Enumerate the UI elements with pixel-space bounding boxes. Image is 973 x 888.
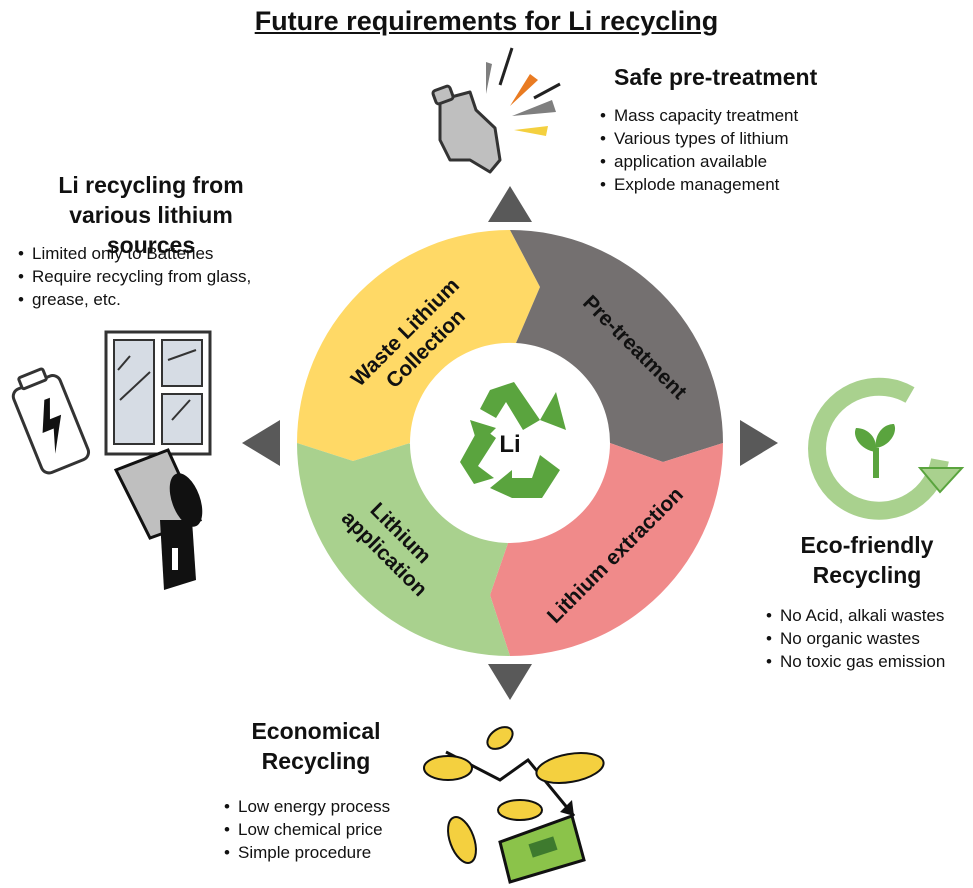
crushed-battery-icon — [431, 47, 561, 174]
economical-list: Low energy process Low chemical price Si… — [222, 795, 390, 864]
up-arrow-icon — [488, 186, 532, 222]
left-arrow-icon — [242, 420, 280, 466]
list-item: Require recycling from glass, — [16, 265, 251, 288]
recycle-icon — [460, 382, 566, 498]
list-item: Limited only to Batteries — [16, 242, 251, 265]
eco-friendly-list: No Acid, alkali wastes No organic wastes… — [764, 604, 945, 673]
safe-pretreatment-list: Mass capacity treatment Various types of… — [598, 104, 798, 196]
list-item: No Acid, alkali wastes — [764, 604, 945, 627]
safe-pretreatment-heading: Safe pre-treatment — [614, 64, 818, 90]
list-item-continuation: grease, etc. — [32, 290, 121, 309]
list-item: Explode management — [598, 173, 798, 196]
eco-friendly-heading: Eco-friendly Recycling — [782, 530, 952, 590]
paint-bucket-icon — [113, 448, 203, 590]
coins-money-icon — [423, 726, 605, 884]
page-title: Future requirements for Li recycling — [254, 6, 719, 36]
heading-line: Economical — [251, 718, 381, 744]
list-item-continuation: application available — [614, 152, 768, 171]
application-segment — [297, 443, 510, 656]
heading-line: Recycling — [812, 562, 922, 588]
list-item: Simple procedure — [222, 841, 390, 864]
lithium-sources-list: Limited only to Batteries Require recycl… — [16, 242, 251, 311]
right-arrow-icon — [740, 420, 778, 466]
center-disc — [412, 345, 608, 541]
list-item: Low chemical price — [222, 818, 390, 841]
battery-icon — [11, 367, 91, 475]
heading-line: Recycling — [261, 748, 371, 774]
list-item: Low energy process — [222, 795, 390, 818]
list-item: grease, etc. — [16, 288, 251, 311]
heading-line: Eco-friendly — [800, 532, 934, 558]
list-item: Various types of lithium — [598, 127, 798, 150]
list-item: application available — [598, 150, 798, 173]
list-item: Mass capacity treatment — [598, 104, 798, 127]
broken-window-icon — [104, 330, 212, 456]
pretreatment-segment — [510, 230, 723, 462]
extraction-segment — [490, 443, 723, 656]
economical-heading: Economical Recycling — [226, 716, 406, 776]
list-item: No organic wastes — [764, 627, 945, 650]
center-label: Li — [499, 431, 520, 458]
heading-line: Li recycling from — [58, 172, 244, 198]
eco-cycle-icon — [808, 377, 965, 520]
waste-collection-segment — [297, 230, 540, 461]
list-item: No toxic gas emission — [764, 650, 945, 673]
down-arrow-icon — [488, 664, 532, 700]
